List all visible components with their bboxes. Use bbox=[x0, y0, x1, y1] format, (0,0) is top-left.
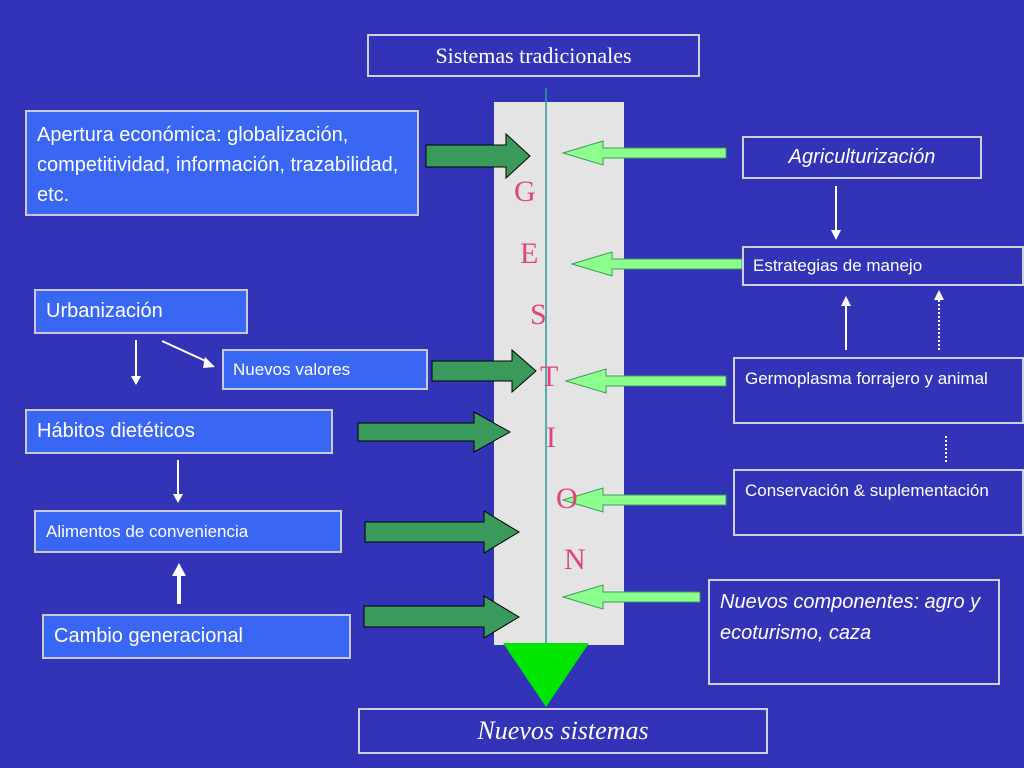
arrow-apertura bbox=[425, 132, 531, 180]
funnel-triangle bbox=[503, 643, 589, 707]
box-habitos-label: Hábitos dietéticos bbox=[37, 420, 195, 442]
box-nuevos-valores: Nuevos valores bbox=[222, 349, 428, 390]
box-germoplasma-label: Germoplasma forrajero y animal bbox=[745, 369, 988, 388]
box-conservacion: Conservación & suplementación bbox=[733, 469, 1024, 536]
bottom-box-nuevos-sistemas: Nuevos sistemas bbox=[358, 708, 768, 754]
box-cambio-label: Cambio generacional bbox=[54, 625, 244, 647]
box-urbanizacion: Urbanización bbox=[34, 289, 248, 334]
box-nuevos-componentes: Nuevos componentes: agro y ecoturismo, c… bbox=[708, 579, 1000, 685]
arrow-germoplasma bbox=[564, 368, 727, 394]
box-agriculturizacion-label: Agriculturización bbox=[788, 146, 936, 168]
gestion-letter-o: O bbox=[556, 482, 578, 515]
connector-habitos-alimentos bbox=[173, 460, 183, 503]
gestion-letter-e: E bbox=[520, 237, 539, 270]
connector-cambio-alimentos bbox=[172, 563, 186, 604]
box-alimentos-label: Alimentos de conveniencia bbox=[46, 522, 249, 541]
top-box-label: Sistemas tradicionales bbox=[435, 43, 632, 68]
box-agriculturizacion: Agriculturización bbox=[742, 136, 982, 179]
box-germoplasma: Germoplasma forrajero y animal bbox=[733, 357, 1024, 424]
box-estrategias-manejo: Estrategias de manejo bbox=[742, 246, 1024, 286]
arrow-cambio bbox=[363, 595, 520, 639]
connector-dotted-estrategias bbox=[934, 290, 944, 350]
arrow-nuevos-componentes bbox=[561, 584, 701, 610]
box-cambio-generacional: Cambio generacional bbox=[42, 614, 351, 659]
box-habitos-dieteticos: Hábitos dietéticos bbox=[25, 409, 333, 454]
box-nuevos-componentes-label: Nuevos componentes: agro y ecoturismo, c… bbox=[720, 591, 981, 644]
box-apertura-label: Apertura económica: globalización, compe… bbox=[37, 124, 399, 206]
bottom-box-label: Nuevos sistemas bbox=[477, 716, 649, 745]
arrow-agriculturizacion bbox=[561, 140, 727, 166]
connector-germoplasma-estrategias bbox=[841, 296, 851, 350]
arrow-estrategias bbox=[570, 251, 743, 277]
top-box-sistemas-tradicionales: Sistemas tradicionales bbox=[367, 34, 700, 77]
box-apertura-economica: Apertura económica: globalización, compe… bbox=[25, 110, 419, 216]
gestion-letter-i: I bbox=[546, 421, 556, 454]
gestion-letter-s: S bbox=[530, 298, 547, 331]
box-nuevos-valores-label: Nuevos valores bbox=[233, 360, 351, 379]
gestion-letter-n: N bbox=[564, 543, 586, 576]
connector-urbanizacion-down bbox=[131, 340, 141, 385]
gestion-letter-g: G bbox=[514, 175, 536, 208]
box-conservacion-label: Conservación & suplementación bbox=[745, 481, 989, 500]
arrow-nuevos-valores bbox=[431, 348, 537, 394]
arrow-habitos bbox=[357, 411, 512, 453]
connector-urbanizacion-valores bbox=[161, 340, 215, 368]
box-urbanizacion-label: Urbanización bbox=[46, 300, 163, 322]
arrow-alimentos bbox=[364, 510, 520, 554]
arrow-conservacion bbox=[561, 487, 727, 513]
gestion-letter-t: T bbox=[540, 360, 559, 393]
connector-agri-estrategias bbox=[831, 186, 841, 240]
box-estrategias-label: Estrategias de manejo bbox=[753, 256, 923, 275]
box-alimentos-conveniencia: Alimentos de conveniencia bbox=[34, 510, 342, 553]
